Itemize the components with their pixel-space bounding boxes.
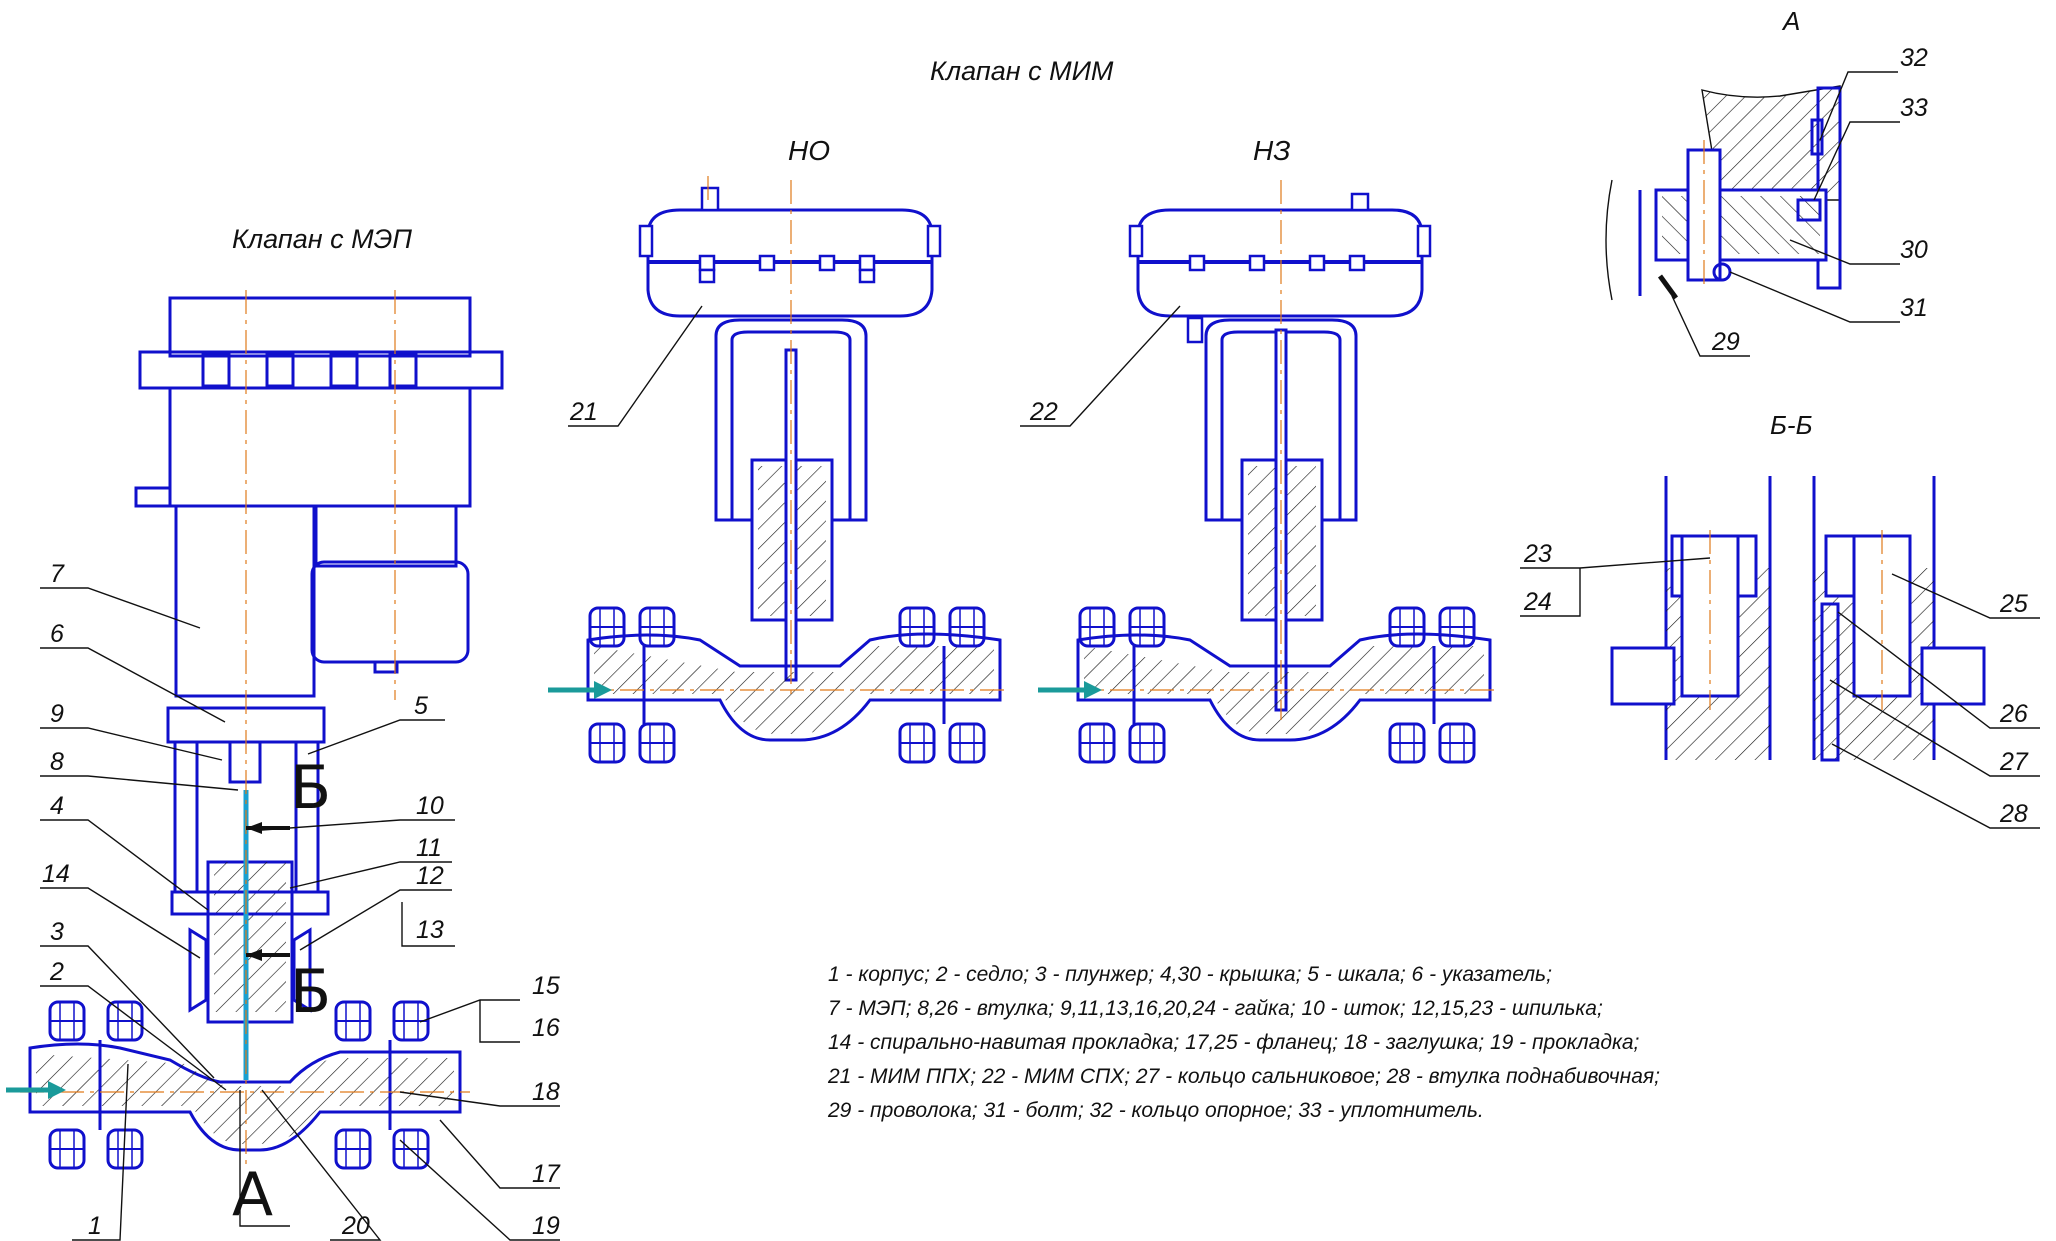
callout-19: 19 [532,1212,560,1240]
callout-2: 2 [49,958,64,986]
legend-line: 29 - проволока; 31 - болт; 32 - кольцо о… [828,1099,1484,1122]
callout-25: 25 [1999,590,2028,618]
view-a-drawing [1605,85,1842,301]
parts-legend: 1 - корпус; 2 - седло; 3 - плунжер; 4,30… [828,958,1828,1128]
callout-10: 10 [416,792,444,820]
callout-4: 4 [50,792,64,820]
marker-b-bottom: Б [290,957,331,1027]
mep-valve-drawing [20,290,504,1170]
callout-1: 1 [88,1212,102,1240]
callout-28: 28 [1999,800,2028,828]
callout-11: 11 [416,834,442,862]
callout-18: 18 [532,1078,560,1106]
marker-a-bottom: А [232,1160,273,1230]
callout-26: 26 [1999,700,2028,728]
callout-33: 33 [1900,94,1928,122]
callout-7: 7 [50,560,65,588]
title-normally-open: НО [788,135,830,166]
callout-14: 14 [42,860,70,888]
callout-9: 9 [50,700,64,728]
title-normally-closed: НЗ [1253,135,1290,166]
flow-arrow-icon [6,1081,66,1099]
callout-17: 17 [532,1160,561,1188]
callout-29: 29 [1711,328,1740,356]
callout-22: 22 [1029,398,1058,426]
callout-15: 15 [532,972,560,1000]
callout-32: 32 [1900,44,1928,72]
callout-24: 24 [1523,588,1552,616]
callout-31: 31 [1900,294,1928,322]
title-mep-valve: Клапан с МЭП [232,224,412,254]
callout-20: 20 [341,1212,370,1240]
callout-21: 21 [569,398,598,426]
callout-8: 8 [50,748,64,776]
mim-valve-normally-closed-drawing [1070,180,1500,764]
mim-valve-normally-open-drawing [580,176,1010,764]
callout-27: 27 [1999,748,2029,776]
callout-6: 6 [50,620,64,648]
marker-b-top: Б [290,753,331,823]
callout-30: 30 [1900,236,1928,264]
title-mim-valve: Клапан с МИМ [930,56,1114,86]
callout-3: 3 [50,918,64,946]
callout-13: 13 [416,916,444,944]
legend-line: 1 - корпус; 2 - седло; 3 - плунжер; 4,30… [828,963,1552,986]
legend-line: 7 - МЭП; 8,26 - втулка; 9,11,13,16,20,24… [828,997,1603,1020]
legend-line: 21 - МИМ ППХ; 22 - МИМ СПХ; 27 - кольцо … [828,1065,1660,1088]
legend-line: 14 - спирально-навитая прокладка; 17,25 … [828,1031,1640,1054]
callout-16: 16 [532,1014,560,1042]
flow-arrow-icon [548,681,612,699]
callout-5: 5 [414,692,428,720]
flow-arrow-icon [1038,681,1102,699]
section-bb-drawing [1610,476,1986,762]
title-section-bb: Б-Б [1770,410,1813,440]
callout-23: 23 [1523,540,1552,568]
callout-12: 12 [416,862,444,890]
title-view-a: А [1781,6,1800,36]
